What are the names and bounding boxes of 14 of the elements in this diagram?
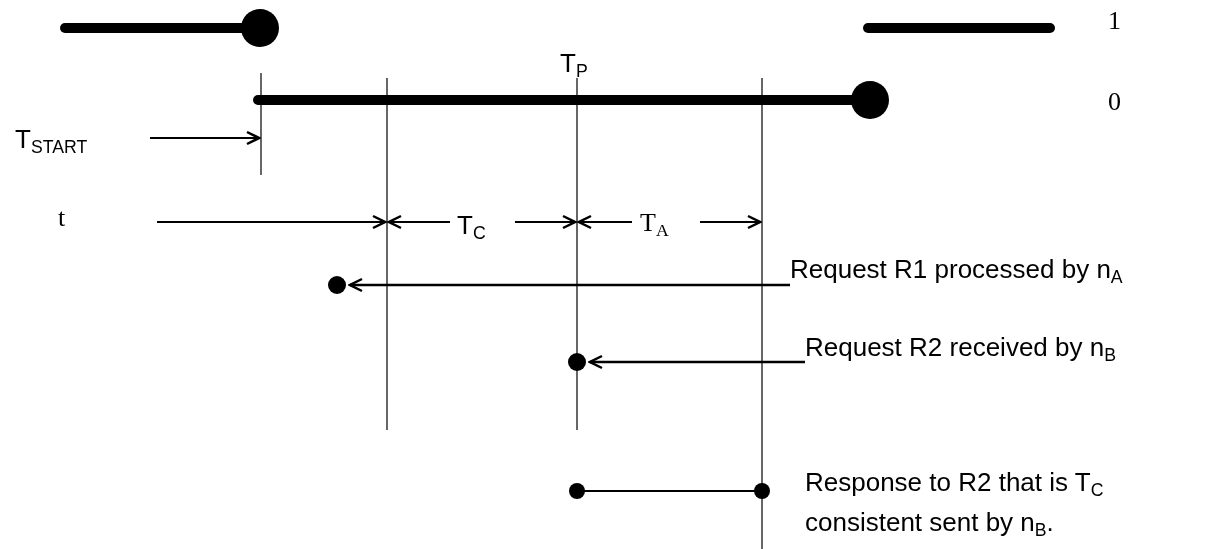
level-label: 0 [1108,87,1121,117]
time-label: T$_{START}$ [15,124,88,154]
axis-label: t [58,203,66,233]
interval-label: T$_{C}$ [457,210,486,240]
annotation-text: Request R2 received by n$_{B}$ [805,332,1116,362]
level-label: 1 [1108,6,1121,36]
event-dot [568,353,586,371]
arrow [348,277,790,293]
interval-label: T$_{A}$ [640,208,669,238]
event-dot [328,276,346,294]
arrow [588,354,805,370]
note-text: Response to R2 that is T$_{C}$ consistent sent by n$_{B}$. [805,466,1105,542]
time-label: T$_{P}$ [560,48,588,78]
annotation-text: Request R1 processed by n$_{A}$ [790,254,1123,284]
